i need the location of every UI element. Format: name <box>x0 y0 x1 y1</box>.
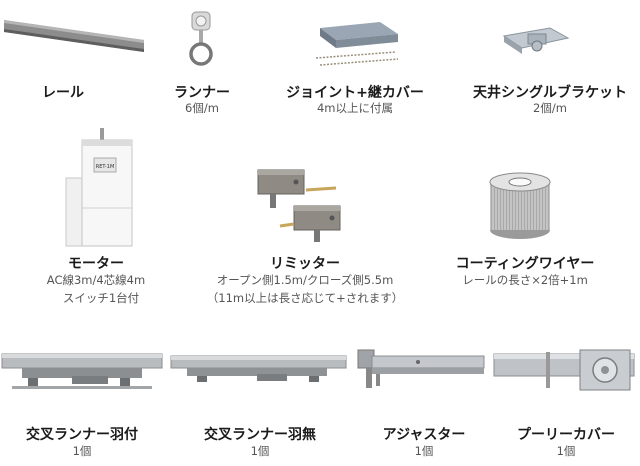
wire-spool-image <box>489 172 551 239</box>
adjuster-image <box>357 349 485 388</box>
rail-image <box>4 20 144 52</box>
product-detail: オープン側1.5m/クローズ側5.5m <box>216 273 394 287</box>
product-name: コーティングワイヤー <box>455 256 595 272</box>
product-name: アジャスター <box>382 427 466 443</box>
product-name: レール <box>42 85 84 101</box>
motor-image: RET-1M <box>65 128 133 247</box>
product-name: 交叉ランナー羽無 <box>204 427 316 443</box>
runner-image <box>189 11 213 66</box>
cross-runner-wing-image <box>1 353 163 389</box>
product-name: モーター <box>68 256 124 272</box>
product-detail: 2個/m <box>533 101 567 115</box>
product-name: プーリーカバー <box>517 427 615 443</box>
joint-cover-image <box>315 22 399 66</box>
product-detail: 1個 <box>250 444 270 458</box>
cross-runner-image <box>170 355 347 382</box>
product-detail: 1個 <box>414 444 434 458</box>
product-detail: AC線3m/4芯線4m <box>46 273 146 287</box>
motor-label: RET-1M <box>96 164 115 170</box>
product-detail: 4m以上に付属 <box>316 101 394 115</box>
pulley-cover-image <box>493 349 635 391</box>
product-detail: 1個 <box>72 444 92 458</box>
product-detail: レールの長さ×2倍+1m <box>462 273 588 287</box>
product-detail: 1個 <box>556 444 576 458</box>
product-name: 天井シングルブラケット <box>473 85 627 101</box>
product-name: 交叉ランナー羽付 <box>26 427 138 443</box>
product-detail: 6個/m <box>185 101 219 115</box>
product-detail: スイッチ1台付 <box>62 291 140 305</box>
limiter-image <box>257 169 341 242</box>
ceiling-bracket-image <box>502 27 570 54</box>
product-name: ジョイント+継カバー <box>286 85 424 101</box>
product-name: リミッター <box>270 256 340 272</box>
product-name: ランナー <box>174 85 230 101</box>
product-detail: （11m以上は長さ応じて+されます） <box>206 291 404 305</box>
